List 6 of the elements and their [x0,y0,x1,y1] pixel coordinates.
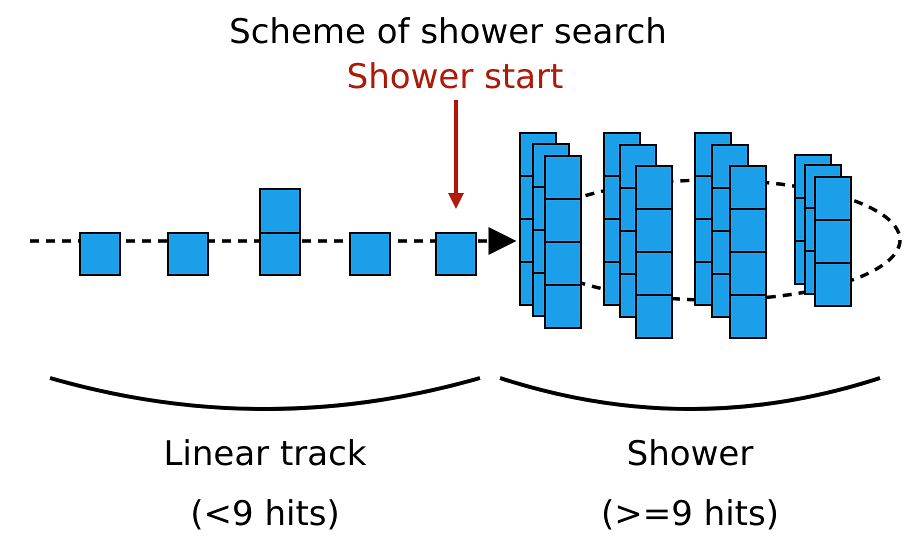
title: Scheme of shower search [229,15,667,49]
label: (>=9 hits) [601,497,779,531]
label: Linear track [164,437,366,471]
label: (<9 hits) [190,497,340,531]
label: Shower [626,437,754,471]
annotation-text: Shower start [346,60,564,94]
